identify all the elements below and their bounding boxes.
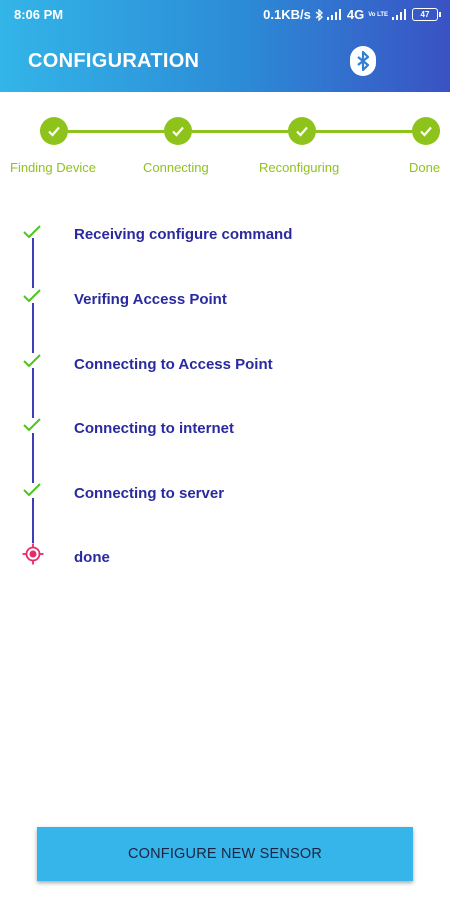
timeline-item-receiving-command: Receiving configure command	[74, 226, 293, 243]
check-icon	[23, 354, 41, 368]
step-reconfiguring-check	[288, 117, 316, 145]
step-done-check	[412, 117, 440, 145]
check-icon	[23, 483, 41, 497]
app-bar: 8:06 PM 0.1KB/s 4G Vo LTE 47 CONFIGURATI…	[0, 0, 450, 92]
wifi-calling-icon: Vo LTE	[368, 11, 388, 18]
status-icons: 0.1KB/s 4G Vo LTE 47	[263, 7, 441, 22]
battery-icon: 47	[412, 8, 441, 21]
target-icon	[22, 543, 44, 565]
timeline-item-connecting-server: Connecting to server	[74, 485, 225, 502]
timeline-item-done: done	[74, 549, 110, 566]
check-icon	[172, 126, 184, 137]
check-icon	[296, 126, 308, 137]
step-label-reconfiguring: Reconfiguring	[259, 160, 340, 175]
network-type: 4G	[346, 7, 365, 22]
timeline-connector	[32, 368, 34, 418]
bluetooth-button[interactable]	[350, 46, 376, 76]
bluetooth-icon	[357, 51, 370, 71]
configure-new-sensor-label: CONFIGURE NEW SENSOR	[127, 846, 323, 862]
check-icon	[23, 225, 41, 239]
timeline-connector	[32, 433, 34, 483]
status-time: 8:06 PM	[14, 7, 64, 22]
page-title: CONFIGURATION	[28, 50, 200, 72]
check-icon	[23, 418, 41, 432]
step-label-finding-device: Finding Device	[10, 160, 96, 175]
bluetooth-icon	[315, 8, 323, 21]
timeline-connector	[32, 303, 34, 353]
signal-icon-2	[392, 9, 408, 20]
signal-icon	[326, 9, 343, 20]
status-bar: 8:06 PM 0.1KB/s 4G Vo LTE 47	[0, 0, 450, 28]
stepper-connector	[316, 130, 412, 133]
timeline-item-connecting-internet: Connecting to internet	[74, 420, 234, 437]
step-label-connecting: Connecting	[143, 160, 209, 175]
step-finding-device-check	[40, 117, 68, 145]
check-icon	[48, 126, 60, 137]
stepper-connector	[68, 130, 164, 133]
step-label-done: Done	[409, 160, 441, 175]
stepper-connector	[192, 130, 288, 133]
timeline-connector	[32, 498, 34, 543]
timeline-connector	[32, 238, 34, 288]
check-icon	[23, 289, 41, 303]
check-icon	[420, 126, 432, 137]
timeline-item-verifying-access-point: Verifing Access Point	[74, 291, 227, 308]
configure-new-sensor-button[interactable]: CONFIGURE NEW SENSOR	[37, 827, 413, 881]
step-connecting-check	[164, 117, 192, 145]
net-speed: 0.1KB/s	[263, 7, 311, 22]
timeline-item-connecting-access-point: Connecting to Access Point	[74, 356, 273, 373]
